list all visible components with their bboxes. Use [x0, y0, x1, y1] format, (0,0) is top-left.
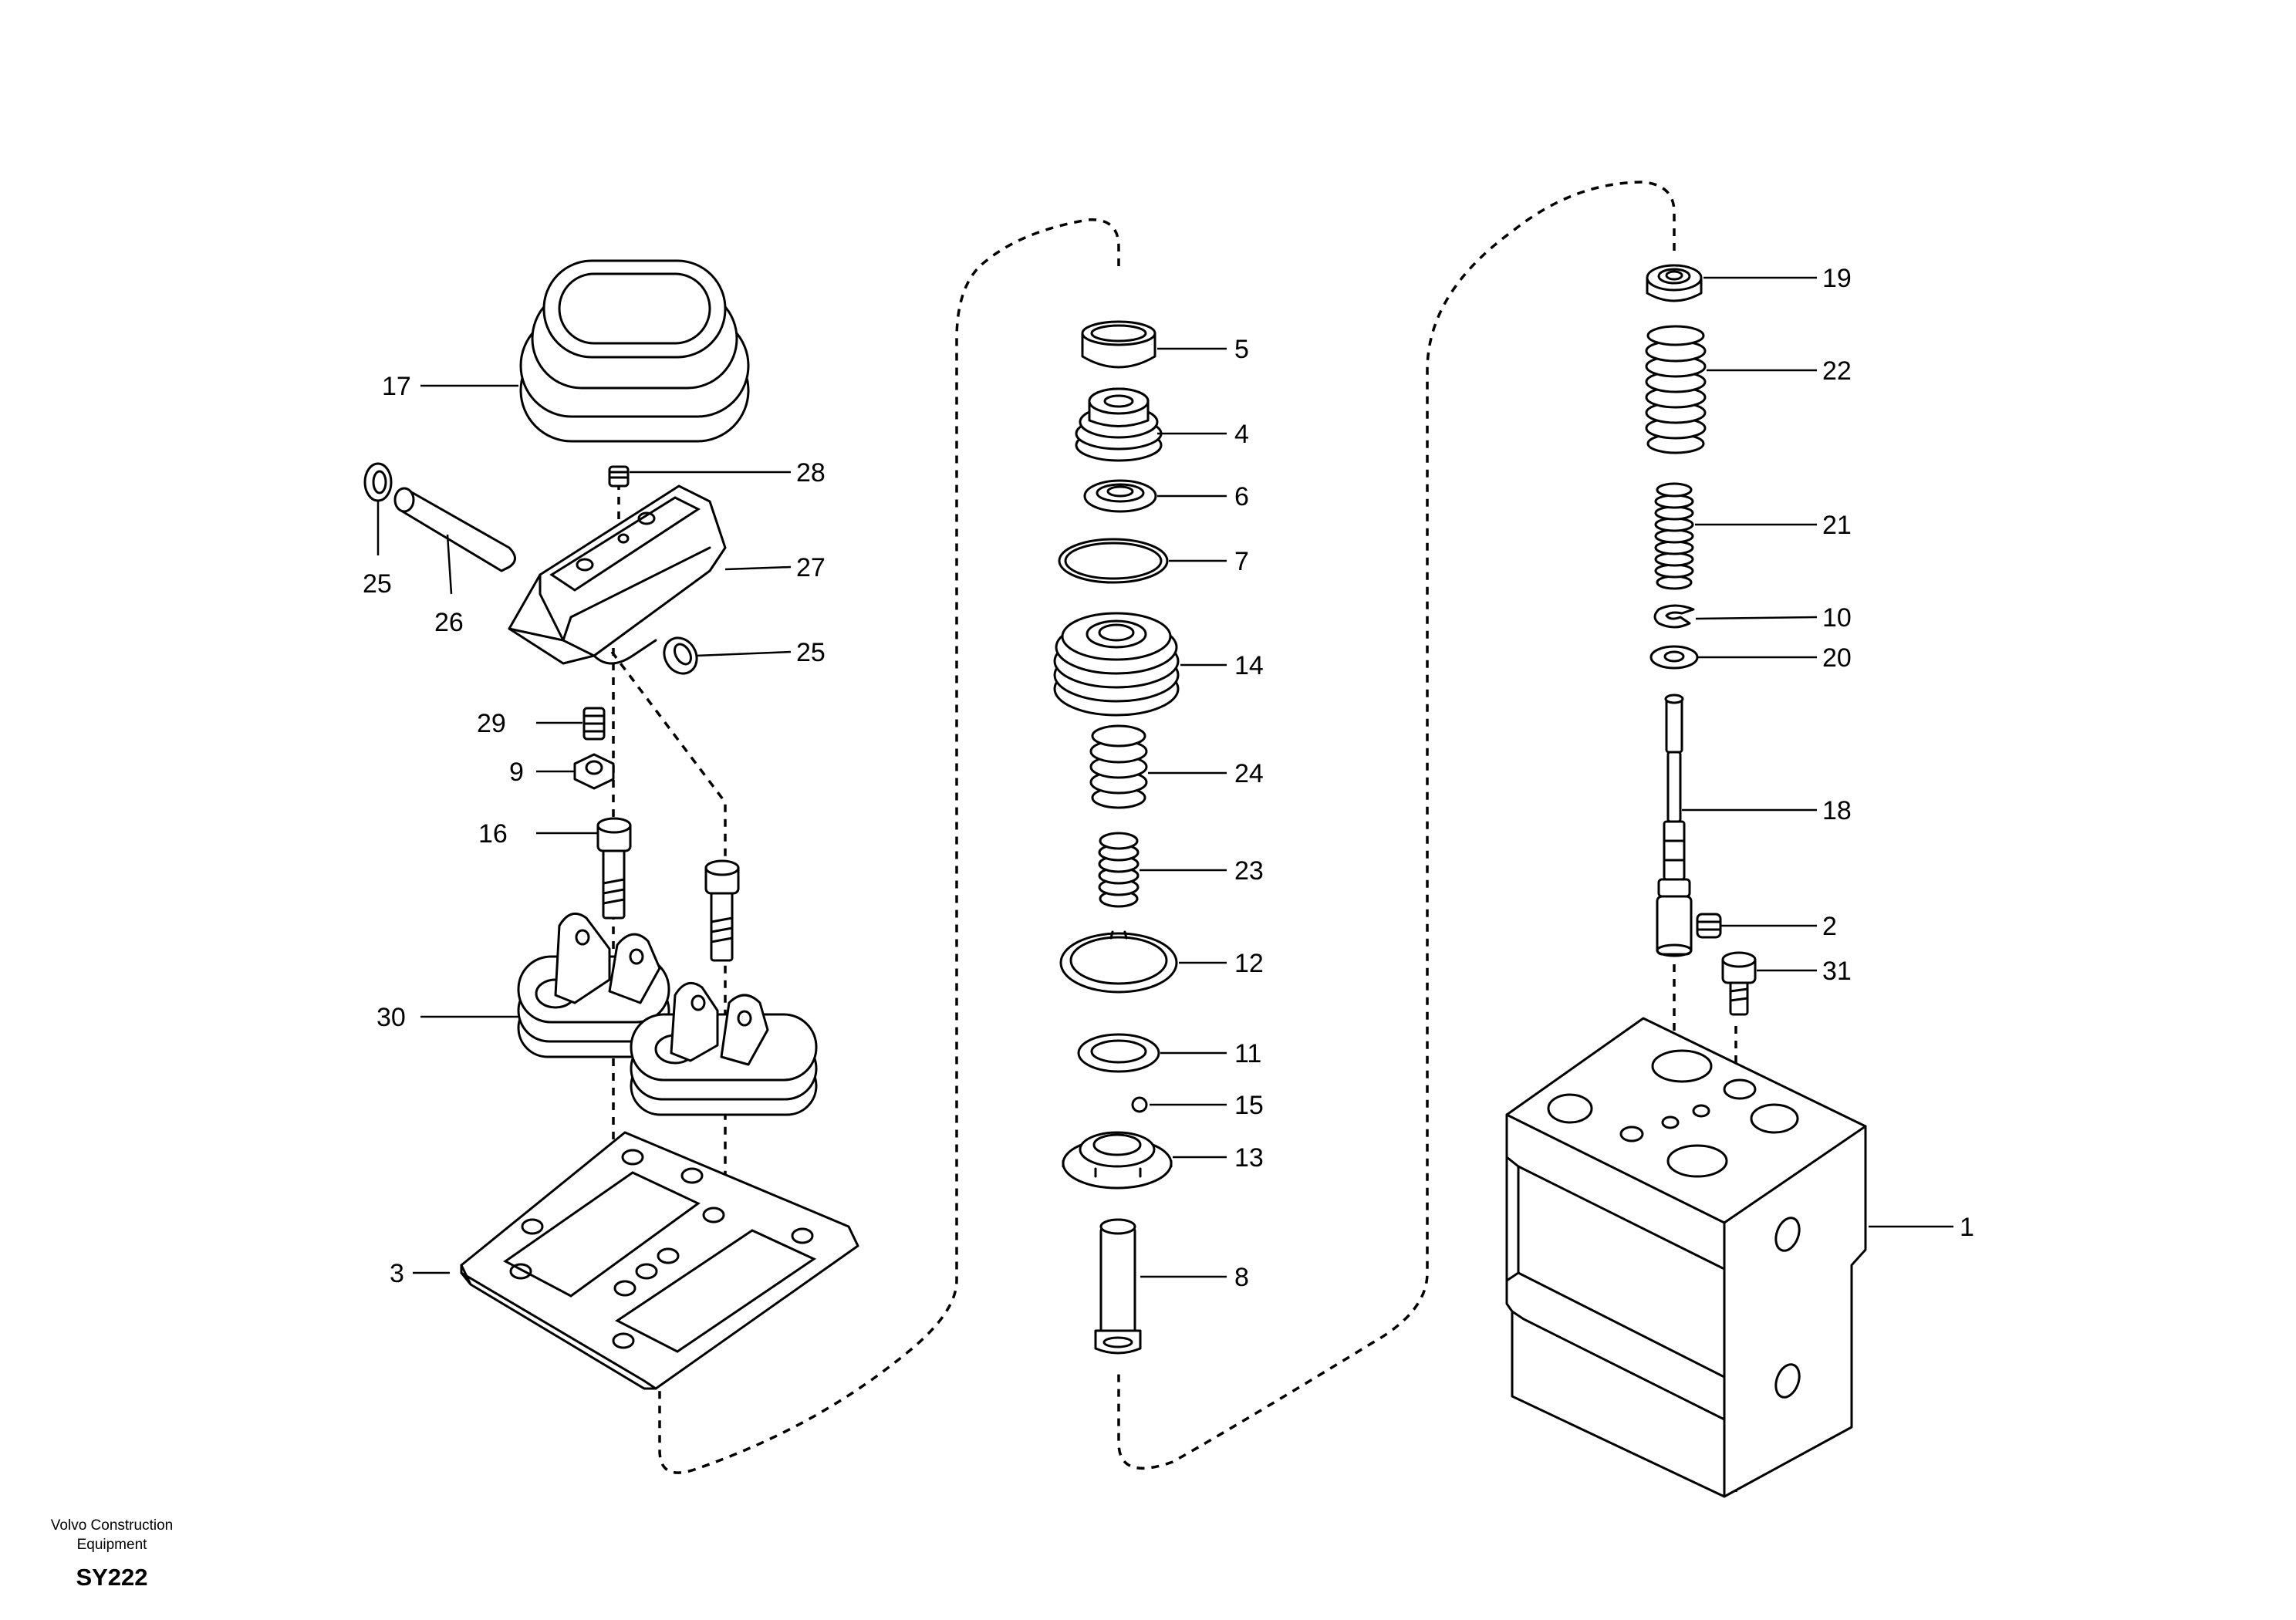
- part-19-spring-seat: [1646, 264, 1703, 302]
- label-18[interactable]: 18: [1822, 796, 1852, 825]
- label-29[interactable]: 29: [477, 709, 506, 738]
- label-25-left[interactable]: 25: [363, 569, 392, 599]
- part-14-plug: [1053, 612, 1180, 717]
- label-8[interactable]: 8: [1234, 1263, 1249, 1292]
- part-16-bolt: [596, 817, 632, 920]
- label-20[interactable]: 20: [1822, 643, 1852, 673]
- part-22-spring: [1645, 325, 1707, 454]
- label-27[interactable]: 27: [796, 553, 826, 582]
- part-11-ring: [1077, 1033, 1160, 1073]
- label-15[interactable]: 15: [1234, 1091, 1264, 1120]
- label-10[interactable]: 10: [1822, 603, 1852, 633]
- assembly-path-body: [1673, 964, 1737, 1497]
- label-24[interactable]: 24: [1234, 759, 1264, 788]
- part-29-set-screw: [582, 707, 606, 741]
- label-11[interactable]: 11: [1234, 1039, 1261, 1068]
- label-16[interactable]: 16: [478, 819, 508, 849]
- label-12[interactable]: 12: [1234, 949, 1264, 978]
- label-25-right[interactable]: 25: [796, 638, 826, 667]
- part-labels: 1 2 3 4 5 6 7 8 9 10 11 12 13 14 15 16 1…: [363, 264, 1974, 1292]
- label-3[interactable]: 3: [390, 1259, 404, 1288]
- part-7-o-ring: [1058, 538, 1169, 584]
- label-4[interactable]: 4: [1234, 420, 1249, 449]
- label-30[interactable]: 30: [376, 1003, 406, 1032]
- part-25-ring-right: [663, 636, 698, 675]
- footer-brand: Volvo Construction Equipment SY222: [23, 1516, 201, 1591]
- part-15-ball: [1131, 1096, 1148, 1113]
- part-27-holder: [508, 484, 727, 665]
- label-5[interactable]: 5: [1234, 335, 1249, 364]
- part-8-spool: [1094, 1218, 1142, 1355]
- label-28[interactable]: 28: [796, 458, 826, 488]
- label-31[interactable]: 31: [1822, 957, 1852, 986]
- label-13[interactable]: 13: [1234, 1143, 1264, 1173]
- part-10-retaining-ring: [1653, 604, 1695, 629]
- part-23-spring: [1098, 832, 1140, 908]
- part-17-boot: [519, 259, 750, 443]
- brand-line-2: Equipment: [76, 1537, 147, 1553]
- part-12-snap-ring: [1059, 930, 1178, 994]
- label-9[interactable]: 9: [509, 758, 524, 787]
- part-24-spring: [1089, 724, 1148, 809]
- label-23[interactable]: 23: [1234, 856, 1264, 886]
- part-5-bushing: [1081, 320, 1156, 369]
- part-28-set-screw: [608, 465, 630, 488]
- part-16-bolt-second: [704, 859, 740, 962]
- leader-lines: [376, 276, 1953, 1278]
- part-3-plate: [460, 1131, 859, 1390]
- part-4-seal-holder: [1075, 387, 1163, 462]
- part-31-bolt: [1721, 951, 1757, 1016]
- label-7[interactable]: 7: [1234, 547, 1249, 576]
- assembly-path-bolts: [610, 648, 727, 1281]
- label-19[interactable]: 19: [1822, 264, 1852, 293]
- label-21[interactable]: 21: [1822, 511, 1852, 540]
- part-30-cam-right: [630, 981, 818, 1116]
- part-20-washer: [1649, 645, 1699, 670]
- part-30-cam-left: [517, 912, 670, 1058]
- part-6-seal: [1083, 479, 1157, 513]
- part-1-valve-body: [1505, 1017, 1867, 1498]
- part-25-ring-left: [363, 462, 393, 502]
- label-26[interactable]: 26: [434, 608, 464, 637]
- label-17[interactable]: 17: [382, 372, 411, 401]
- part-18-push-rod: [1656, 694, 1693, 957]
- label-22[interactable]: 22: [1822, 356, 1852, 386]
- part-2-plug: [1696, 913, 1722, 939]
- part-13-seat: [1062, 1131, 1173, 1190]
- brand-line-1: Volvo Construction: [50, 1517, 174, 1534]
- label-1[interactable]: 1: [1960, 1213, 1974, 1242]
- part-21-spring: [1654, 482, 1694, 590]
- part-9-nut: [573, 753, 615, 790]
- label-14[interactable]: 14: [1234, 651, 1264, 680]
- label-2[interactable]: 2: [1822, 912, 1837, 941]
- diagram-code: SY222: [76, 1564, 148, 1591]
- part-26-pin: [393, 487, 516, 572]
- label-6[interactable]: 6: [1234, 482, 1249, 511]
